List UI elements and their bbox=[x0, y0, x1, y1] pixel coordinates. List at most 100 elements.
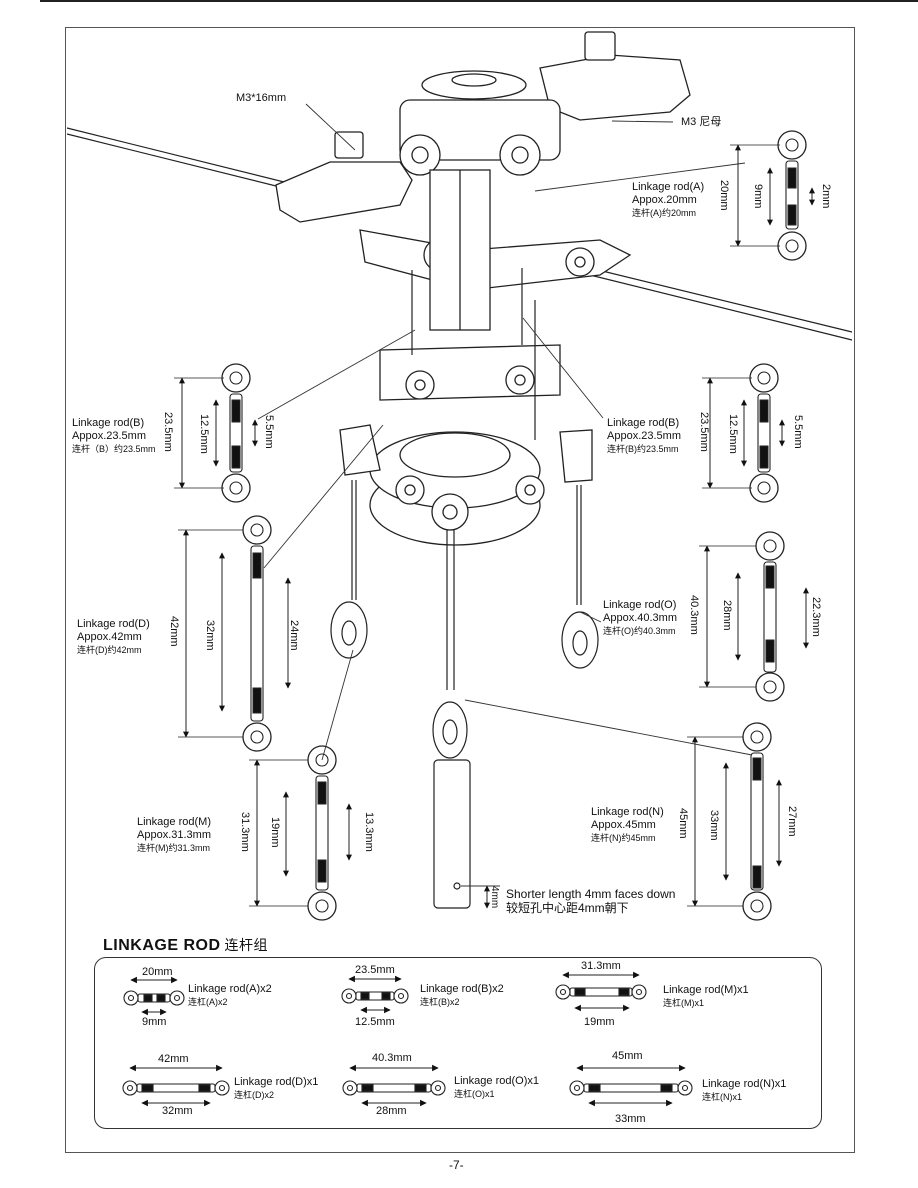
part-a-cn: 连杠(A)x2 bbox=[188, 997, 228, 1007]
part-m-cn: 连杠(M)x1 bbox=[663, 998, 704, 1008]
rod-b-right-label: Linkage rod(B) Appox.23.5mm 连杆(B)约23.5mm bbox=[607, 417, 681, 455]
rod-b-left-inner-dim: 12.5mm bbox=[198, 414, 210, 454]
nut-callout: M3 尼母 bbox=[681, 116, 722, 128]
rod-m-name: Linkage rod(M) bbox=[137, 816, 211, 828]
rod-n-inner-dim: 33mm bbox=[708, 810, 720, 841]
part-d-cn: 连杠(D)x2 bbox=[234, 1090, 274, 1100]
part-b-label: Linkage rod(B)x2 连杠(B)x2 bbox=[420, 983, 504, 1008]
part-o-name: Linkage rod(O)x1 bbox=[454, 1075, 539, 1087]
part-a-name: Linkage rod(A)x2 bbox=[188, 983, 272, 995]
rod-d-inner-dim: 32mm bbox=[204, 620, 216, 651]
rod-o-cn: 连杆(O)约40.3mm bbox=[603, 626, 676, 636]
screw-callout: M3*16mm bbox=[236, 92, 287, 104]
rod-b-left-label: Linkage rod(B) Appox.23.5mm 连杆（B）约23.5mm bbox=[72, 417, 156, 455]
hole-offset-dim: 4mm bbox=[489, 886, 500, 909]
rod-o-name: Linkage rod(O) bbox=[603, 599, 677, 611]
part-b-top-dim: 23.5mm bbox=[355, 964, 395, 976]
rod-d-detail bbox=[178, 515, 291, 752]
rod-a-approx: Appox.20mm bbox=[632, 194, 697, 206]
rod-b-right-approx: Appox.23.5mm bbox=[607, 430, 681, 442]
part-a-top-dim: 20mm bbox=[142, 966, 173, 978]
rod-a-gap-dim: 2mm bbox=[820, 184, 832, 209]
rod-d-approx: Appox.42mm bbox=[77, 631, 142, 643]
rod-o-approx: Appox.40.3mm bbox=[603, 612, 677, 624]
page-top-rule bbox=[40, 0, 918, 2]
part-b-bottom-dim: 12.5mm bbox=[355, 1016, 395, 1028]
parts-list-box bbox=[94, 957, 822, 1129]
rod-b-left-cn: 连杆（B）约23.5mm bbox=[72, 444, 156, 454]
rod-b-left-name: Linkage rod(B) bbox=[72, 417, 145, 429]
shorter-length-cn: 较短孔中心距4mm朝下 bbox=[506, 901, 629, 915]
swash-rods bbox=[330, 268, 599, 909]
rod-n-name: Linkage rod(N) bbox=[591, 806, 664, 818]
part-o-top-dim: 40.3mm bbox=[372, 1052, 412, 1064]
main-blade-right bbox=[589, 267, 853, 341]
part-b-cn: 连杠(B)x2 bbox=[420, 997, 460, 1007]
rod-b-right-overall-dim: 23.5mm bbox=[698, 412, 710, 452]
rod-m-label: Linkage rod(M) Appox.31.3mm 连杆(M)约31.3mm bbox=[137, 816, 211, 854]
rod-d-overall-dim: 42mm bbox=[168, 616, 180, 647]
rod-a-detail bbox=[730, 130, 815, 261]
rod-n-label: Linkage rod(N) Appox.45mm 连杆(N)约45mm bbox=[591, 806, 664, 844]
rod-b-left-detail bbox=[174, 363, 258, 503]
rod-o-inner-dim: 28mm bbox=[721, 600, 733, 631]
rod-o-label: Linkage rod(O) Appox.40.3mm 连杆(O)约40.3mm bbox=[603, 599, 677, 637]
part-o-bottom-dim: 28mm bbox=[376, 1105, 407, 1117]
rod-a-overall-dim: 20mm bbox=[718, 180, 730, 211]
rod-b-right-gap-dim: 5.5mm bbox=[792, 415, 804, 449]
part-n-bottom-dim: 33mm bbox=[615, 1113, 646, 1125]
rod-b-right-inner-dim: 12.5mm bbox=[727, 414, 739, 454]
rod-b-right-detail bbox=[702, 363, 785, 503]
rod-m-detail bbox=[249, 745, 352, 921]
rod-n-detail bbox=[687, 722, 782, 921]
page-number: -7- bbox=[449, 1158, 464, 1172]
rod-m-inner-dim: 19mm bbox=[269, 817, 281, 848]
part-d-bottom-dim: 32mm bbox=[162, 1105, 193, 1117]
part-o-label: Linkage rod(O)x1 连杠(O)x1 bbox=[454, 1075, 539, 1100]
rod-a-inner-dim: 9mm bbox=[752, 184, 764, 209]
rod-n-cn: 连杆(N)约45mm bbox=[591, 833, 656, 843]
rod-n-overall-dim: 45mm bbox=[677, 808, 689, 839]
rod-a-cn: 连杆(A)约20mm bbox=[632, 208, 697, 218]
rod-n-approx: Appox.45mm bbox=[591, 819, 656, 831]
rod-o-detail bbox=[699, 531, 809, 702]
part-n-name: Linkage rod(N)x1 bbox=[702, 1078, 787, 1090]
part-b-name: Linkage rod(B)x2 bbox=[420, 983, 504, 995]
part-m-bottom-dim: 19mm bbox=[584, 1016, 615, 1028]
part-d-name: Linkage rod(D)x1 bbox=[234, 1076, 319, 1088]
rod-m-cn: 连杆(M)约31.3mm bbox=[137, 843, 211, 853]
section-title-cn: 连杆组 bbox=[224, 937, 268, 953]
leader-lines bbox=[257, 103, 753, 887]
rod-o-overall-dim: 40.3mm bbox=[688, 595, 700, 635]
part-a-bottom-dim: 9mm bbox=[142, 1016, 167, 1028]
rod-m-approx: Appox.31.3mm bbox=[137, 829, 211, 841]
part-a-label: Linkage rod(A)x2 连杠(A)x2 bbox=[188, 983, 272, 1008]
rod-b-right-cn: 连杆(B)约23.5mm bbox=[607, 444, 679, 454]
section-title-en: LINKAGE ROD bbox=[103, 937, 221, 954]
rod-d-label: Linkage rod(D) Appox.42mm 连杆(D)约42mm bbox=[77, 618, 150, 656]
part-m-label: Linkage rod(M)x1 连杠(M)x1 bbox=[663, 984, 749, 1009]
rod-d-name: Linkage rod(D) bbox=[77, 618, 150, 630]
rod-m-gap-dim: 13.3mm bbox=[363, 812, 375, 852]
part-d-top-dim: 42mm bbox=[158, 1053, 189, 1065]
rod-m-overall-dim: 31.3mm bbox=[239, 812, 251, 852]
rod-o-gap-dim: 22.3mm bbox=[810, 597, 822, 637]
rod-b-right-name: Linkage rod(B) bbox=[607, 417, 680, 429]
rod-a-label: Linkage rod(A) Appox.20mm 连杆(A)约20mm bbox=[632, 181, 704, 219]
part-m-top-dim: 31.3mm bbox=[581, 960, 621, 972]
part-m-name: Linkage rod(M)x1 bbox=[663, 984, 749, 996]
rod-b-left-approx: Appox.23.5mm bbox=[72, 430, 146, 442]
rod-n-gap-dim: 27mm bbox=[786, 806, 798, 837]
main-blade-left bbox=[66, 127, 301, 193]
parts-list-rods bbox=[122, 971, 693, 1107]
part-n-label: Linkage rod(N)x1 连杠(N)x1 bbox=[702, 1078, 786, 1103]
page-frame bbox=[65, 27, 855, 1153]
part-d-label: Linkage rod(D)x1 连杠(D)x2 bbox=[234, 1076, 318, 1101]
shorter-length-note: Shorter length 4mm faces down 较短孔中心距4mm朝… bbox=[506, 887, 675, 915]
part-n-top-dim: 45mm bbox=[612, 1050, 643, 1062]
rod-b-left-gap-dim: 5.5mm bbox=[263, 415, 275, 449]
rod-d-gap-dim: 24mm bbox=[288, 620, 300, 651]
rotor-head-assembly bbox=[275, 31, 691, 546]
